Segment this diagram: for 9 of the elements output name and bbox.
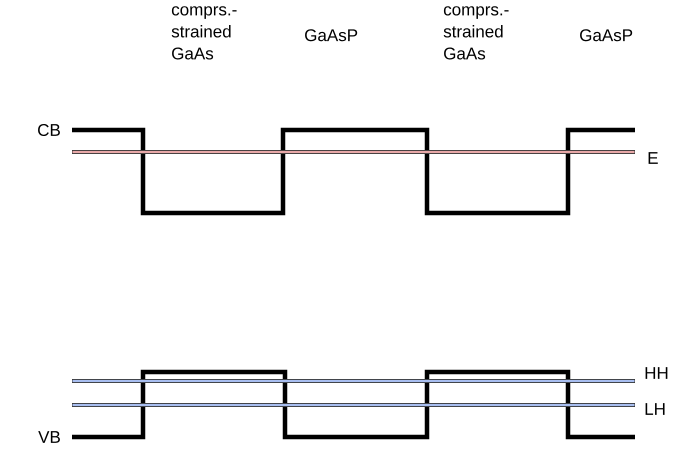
band-label: VB bbox=[38, 431, 60, 443]
level-label: LH bbox=[646, 403, 665, 415]
layer-label: comprs.- strained GaAs bbox=[444, 6, 509, 60]
layer-label: GaAsP bbox=[305, 29, 358, 42]
level-label: HH bbox=[646, 367, 668, 379]
band-label: CB bbox=[38, 124, 60, 136]
layer-label: comprs.- strained GaAs bbox=[172, 6, 237, 60]
level-label: E bbox=[648, 152, 658, 164]
layer-label: GaAsP bbox=[580, 29, 632, 42]
